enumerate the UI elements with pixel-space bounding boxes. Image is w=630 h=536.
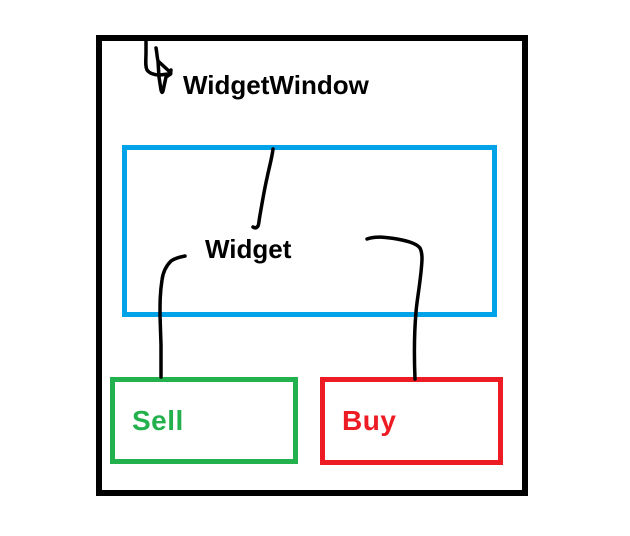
widget-box: [122, 145, 497, 317]
buy-button-label: Buy: [342, 405, 397, 436]
sell-button-label: Sell: [132, 404, 184, 436]
widget-window-frame: [96, 35, 528, 496]
sell-button: Sell: [110, 377, 298, 464]
buy-button: Buy: [320, 377, 503, 465]
widget-label: Widget: [205, 234, 292, 264]
widget-window-label: WidgetWindow: [183, 70, 369, 100]
